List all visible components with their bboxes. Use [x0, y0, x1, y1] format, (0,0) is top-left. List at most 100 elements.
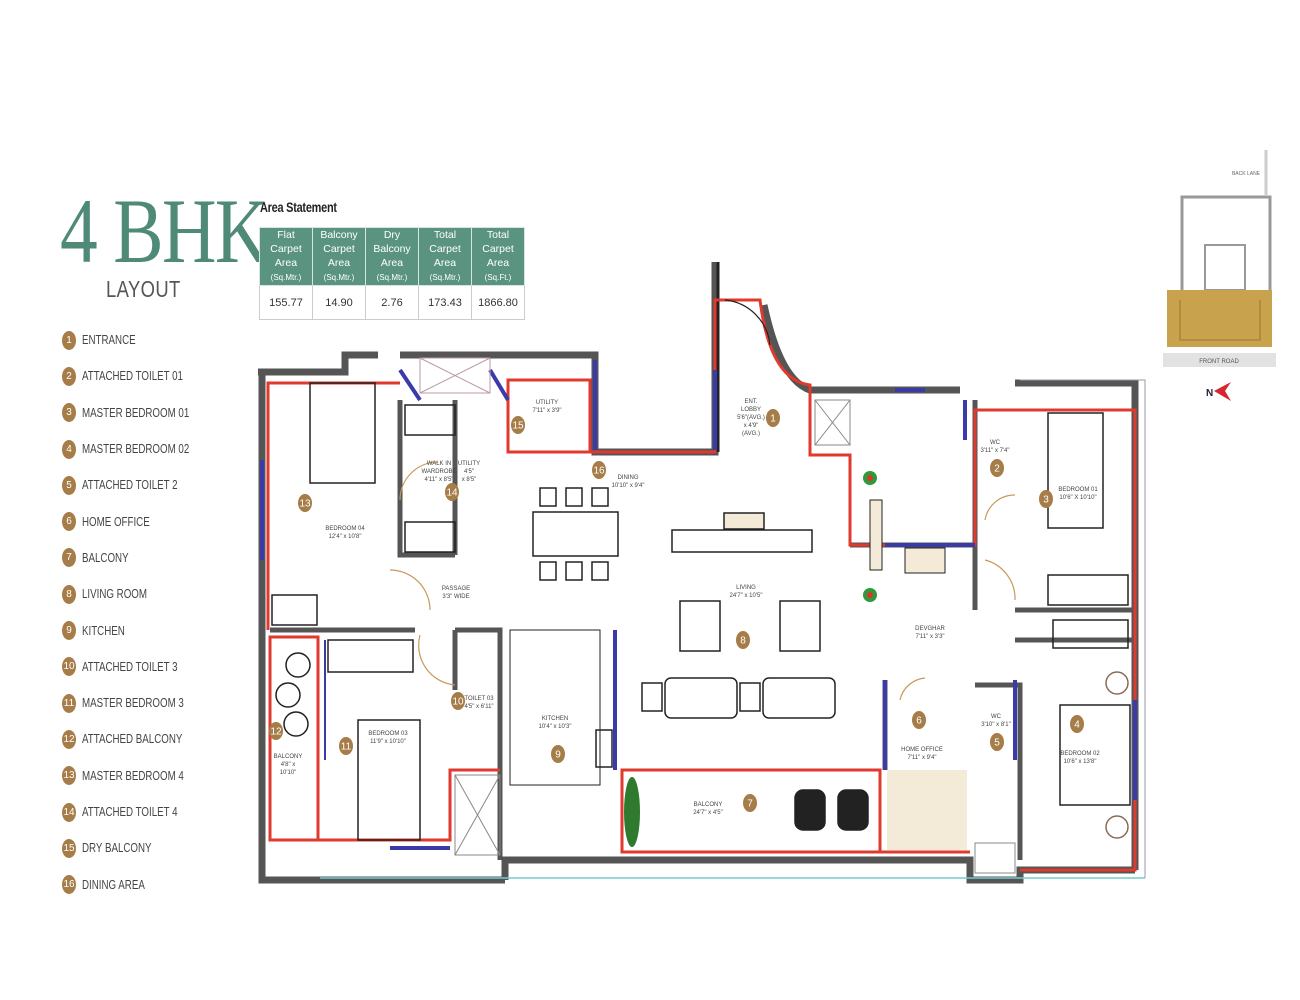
wall-east-rooms: [850, 400, 1135, 643]
badge-circle: [339, 737, 353, 755]
badge-circle: [511, 416, 525, 434]
outline-bedroom-03: [318, 768, 500, 842]
badge-number: 1: [770, 414, 776, 425]
legend-item: 3 MASTER BEDROOM 01: [62, 395, 220, 431]
outline-balcony-7: [620, 768, 882, 854]
plan-number-badge: 3: [1039, 490, 1053, 508]
lounge-chair: [794, 789, 826, 831]
legend-label: MASTER BEDROOM 3: [82, 696, 184, 711]
door-swing: [899, 677, 926, 701]
badge-number: 14: [446, 488, 458, 499]
number-badge: 10: [62, 657, 76, 677]
wall-toilet-03: [452, 627, 503, 860]
plan-number-badge: 11: [339, 737, 353, 755]
outline-bedroom-04: [266, 381, 400, 630]
legend-label: MASTER BEDROOM 01: [82, 405, 190, 420]
duct-shaft: [454, 774, 501, 856]
legend-label: ATTACHED TOILET 4: [82, 805, 178, 819]
number-badge: 5: [62, 475, 76, 495]
plants: [624, 471, 877, 847]
badge-circle: [743, 794, 757, 812]
dining-chairs: [539, 487, 609, 581]
room-outlines: [266, 298, 1137, 872]
devghar-shelf: [869, 499, 883, 571]
badge-circle: [592, 461, 606, 479]
walls: [258, 262, 1139, 884]
armchair: [779, 600, 821, 652]
duct-shaft: [814, 399, 851, 446]
flower-icon: [867, 592, 873, 598]
balcony-chair: [283, 711, 309, 737]
windows: [260, 360, 1137, 850]
badge-number: 5: [994, 738, 1000, 749]
armchair: [679, 600, 721, 652]
tv-console: [723, 512, 765, 530]
dining-table: [532, 511, 619, 557]
number-badge: 11: [62, 693, 76, 713]
kitchen-counter: [509, 629, 601, 786]
wardrobe: [404, 521, 456, 553]
sofa: [664, 677, 738, 719]
number-badge: 15: [62, 838, 76, 858]
duct-cross: [419, 357, 491, 394]
north-label: N: [1206, 388, 1213, 399]
badge-number: 15: [512, 421, 524, 432]
badge-circle: [1039, 490, 1053, 508]
number-badge: 1: [62, 330, 76, 350]
bed-bedroom-02: [1059, 704, 1131, 806]
bed-bedroom-03: [357, 719, 421, 841]
table-row: 155.77 14.90 2.76 173.43 1866.80: [259, 285, 525, 320]
sofa: [762, 677, 836, 719]
legend-item: 10 ATTACHED TOILET 3: [62, 649, 220, 685]
key-plan-core: [1204, 244, 1246, 291]
door-swing: [984, 494, 1016, 521]
duct-shaft: [974, 842, 1016, 874]
door-swing: [418, 634, 456, 686]
devghar-shelf: [904, 547, 946, 574]
legend-item: 11 MASTER BEDROOM 3: [62, 685, 220, 721]
plan-number-badge: 5: [990, 733, 1004, 751]
building-edge-line-east: [1020, 379, 1146, 878]
badge-circle: [269, 722, 283, 740]
front-road-label: FRONT ROAD: [1199, 359, 1239, 365]
window: [488, 368, 510, 402]
layout-title: 4 BHK: [60, 180, 269, 282]
plan-number-badge: 1: [766, 409, 780, 427]
lounge-chair: [837, 789, 869, 831]
cooktop: [595, 729, 613, 768]
plan-number-badge: 8: [736, 631, 750, 649]
number-badge: 3: [62, 403, 76, 423]
badge-circle: [1070, 715, 1084, 733]
badge-circle: [445, 483, 459, 501]
plan-number-badge: 4: [1070, 715, 1084, 733]
wardrobe: [404, 404, 456, 436]
main-door-swing: [724, 299, 771, 346]
table-cell: 155.77: [259, 285, 313, 320]
badge-number: 7: [747, 799, 753, 810]
badge-number: 8: [740, 636, 746, 647]
legend-label: ATTACHED TOILET 3: [82, 659, 178, 674]
table-cell: 173.43: [418, 285, 472, 320]
badge-circle: [990, 459, 1004, 477]
outline-dry-balcony: [506, 378, 592, 454]
legend-label: DINING AREA: [82, 877, 145, 892]
